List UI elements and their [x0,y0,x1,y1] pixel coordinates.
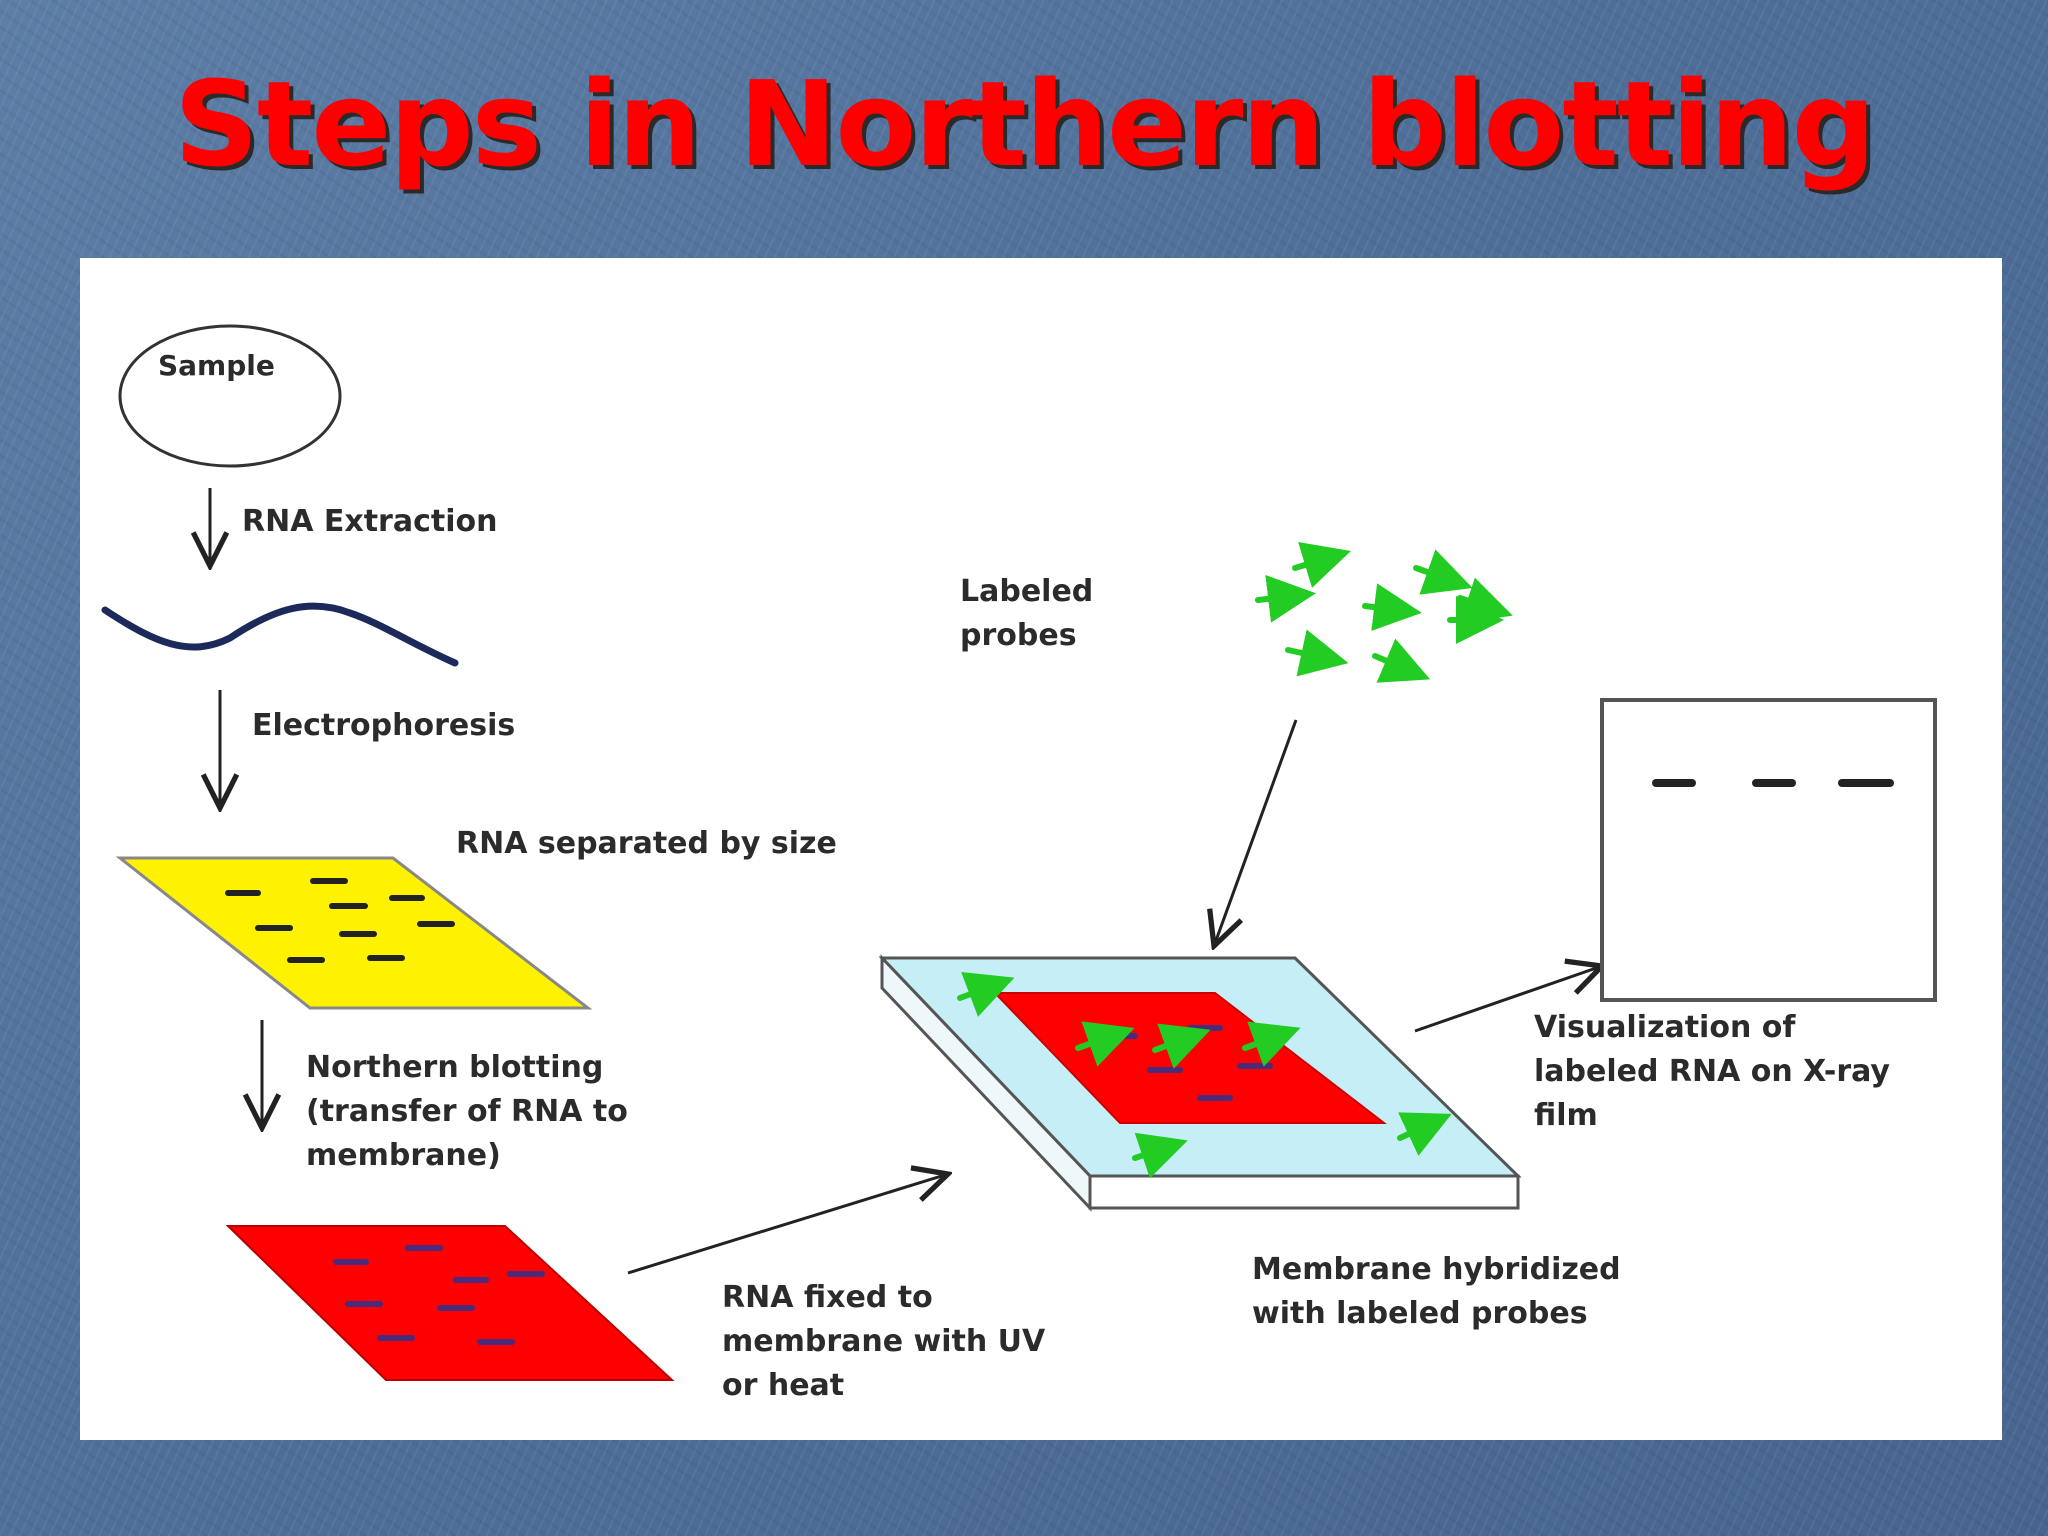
slide-title: Steps in Northern blotting [173,55,1876,193]
sample-circle [118,324,342,468]
rna-fixed-label: RNA fixed to membrane with UV or heat [722,1280,1046,1403]
labeled-probes-label: Labeled probes [960,574,1094,653]
membrane-hybridized-label: Membrane hybridized with labeled probes [1252,1252,1621,1331]
diagram-panel: Sample RNA Extraction Electrophoresis RN… [80,258,2002,1440]
membrane-sheet [225,1225,675,1381]
probes-to-tray-arrow [1214,719,1298,946]
labeled-probes [1255,541,1513,683]
northern-blotting-label: Northern blotting (transfer of RNA to me… [306,1050,628,1173]
rna-strand [101,602,459,667]
visualization-label: Visualization of labeled RNA on X-ray fi… [1534,1010,1890,1133]
rna-extraction-label: RNA Extraction [242,504,498,539]
electrophoresis-label: Electrophoresis [252,708,516,743]
hybridization-tray [878,954,1522,1212]
gel-bands [225,878,455,963]
membrane-bands [333,1245,545,1345]
xray-film [1600,698,1937,1002]
sample-label: Sample [158,349,275,382]
rna-separated-label: RNA separated by size [456,826,837,861]
fix-to-tray-arrow [627,1174,948,1275]
northern-blot-diagram [101,324,1937,1381]
tray-to-film-arrow [1414,966,1602,1033]
